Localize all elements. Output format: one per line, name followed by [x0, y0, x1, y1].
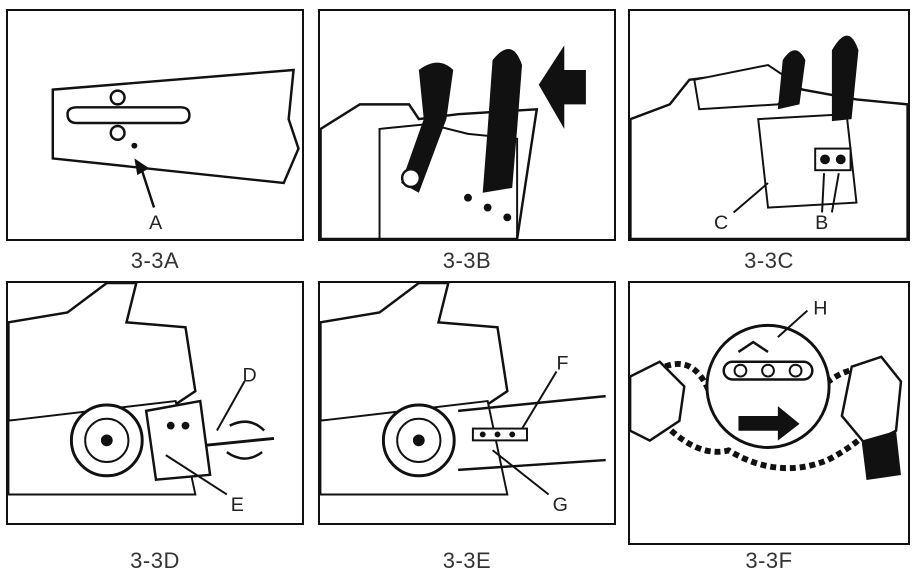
- caption-3-3a: 3-3A: [5, 248, 305, 274]
- label-h: H: [813, 298, 827, 320]
- caption-3-3f: 3-3F: [619, 548, 912, 574]
- label-a: A: [149, 212, 163, 234]
- clutch-cover-illustration: C B: [630, 11, 908, 239]
- label-c: C: [714, 212, 728, 234]
- caption-3-3e: 3-3E: [317, 548, 617, 574]
- figure-3-3b: [318, 9, 616, 241]
- bar-illustration: A: [8, 11, 302, 239]
- label-g: G: [553, 494, 568, 516]
- caption-3-3c: 3-3C: [619, 248, 912, 274]
- label-d: D: [243, 364, 257, 386]
- chain-tension-screw-illustration: D E: [8, 283, 302, 523]
- figure-3-3a: A: [6, 9, 304, 241]
- figure-3-3f: H: [628, 281, 910, 545]
- tension-lever-illustration: [320, 11, 614, 239]
- arrow-left-icon: [539, 45, 586, 129]
- figure-3-3c: C B: [628, 9, 910, 241]
- label-f: F: [557, 353, 569, 375]
- figure-3-3d: D E: [6, 281, 304, 525]
- left-hand-icon: [630, 362, 684, 441]
- figure-3-3e: F G: [318, 281, 616, 525]
- adjusting-pin-illustration: F G: [320, 283, 614, 523]
- caption-3-3b: 3-3B: [317, 248, 617, 274]
- label-b: B: [815, 212, 828, 234]
- chain-check-illustration: H: [630, 283, 908, 543]
- label-e: E: [231, 494, 244, 516]
- caption-3-3d: 3-3D: [5, 548, 305, 574]
